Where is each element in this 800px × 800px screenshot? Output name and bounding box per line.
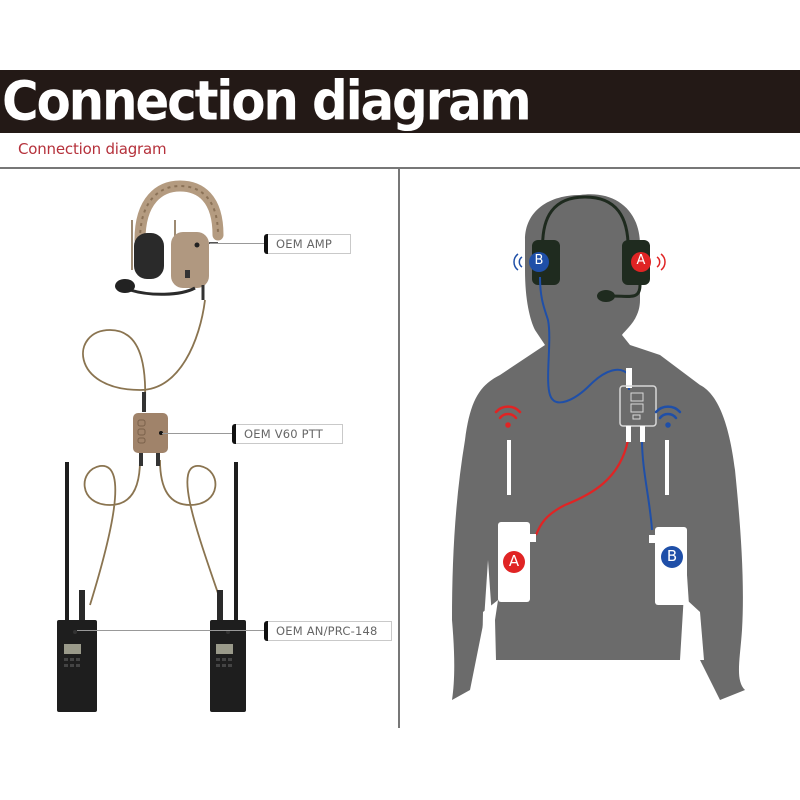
blue-cable-to-radio-b: [641, 439, 653, 531]
callout-label: OEM AMP: [276, 237, 333, 251]
radio-right-icon: [210, 462, 246, 712]
page-subtitle: Connection diagram: [18, 140, 167, 158]
badge-headset-a: [631, 252, 651, 272]
ear-signal-icon-red: [656, 253, 666, 271]
leader-line-ptt: [162, 433, 232, 434]
title-band: [0, 70, 800, 133]
callout-oem-amp: OEM AMP: [264, 234, 351, 254]
headset-icon: [115, 180, 224, 300]
badge-headset-a-letter: A: [636, 253, 646, 268]
leader-line-radio: [77, 630, 265, 631]
panel-divider: [398, 168, 400, 728]
badge-headset-b-letter: B: [534, 253, 544, 268]
callout-oem-v60-ptt: OEM V60 PTT: [232, 424, 343, 444]
tan-cable: [82, 299, 223, 606]
page-title: Connection diagram: [2, 69, 532, 133]
ptt-module-icon: [619, 368, 657, 442]
callout-oem-an-prc-148: OEM AN/PRC-148: [264, 621, 392, 641]
ear-signal-icon-blue: [513, 253, 523, 271]
ptt-device-icon: [133, 392, 168, 466]
wifi-signal-icon-red: [494, 405, 522, 428]
blue-cable: [539, 276, 630, 404]
badge-radio-a: [503, 551, 525, 573]
operator-silhouette: [452, 194, 745, 700]
wifi-signal-icon-blue: [654, 405, 682, 428]
radio-left-icon: [57, 462, 97, 712]
badge-radio-b: [661, 546, 683, 568]
leader-line-amp: [210, 243, 265, 244]
badge-radio-a-letter: A: [508, 552, 520, 570]
red-cable: [534, 439, 630, 536]
badge-radio-b-letter: B: [666, 547, 678, 565]
callout-label: OEM V60 PTT: [244, 427, 324, 441]
header-divider: [0, 167, 800, 169]
callout-label: OEM AN/PRC-148: [276, 624, 378, 638]
badge-headset-b: [529, 252, 549, 272]
